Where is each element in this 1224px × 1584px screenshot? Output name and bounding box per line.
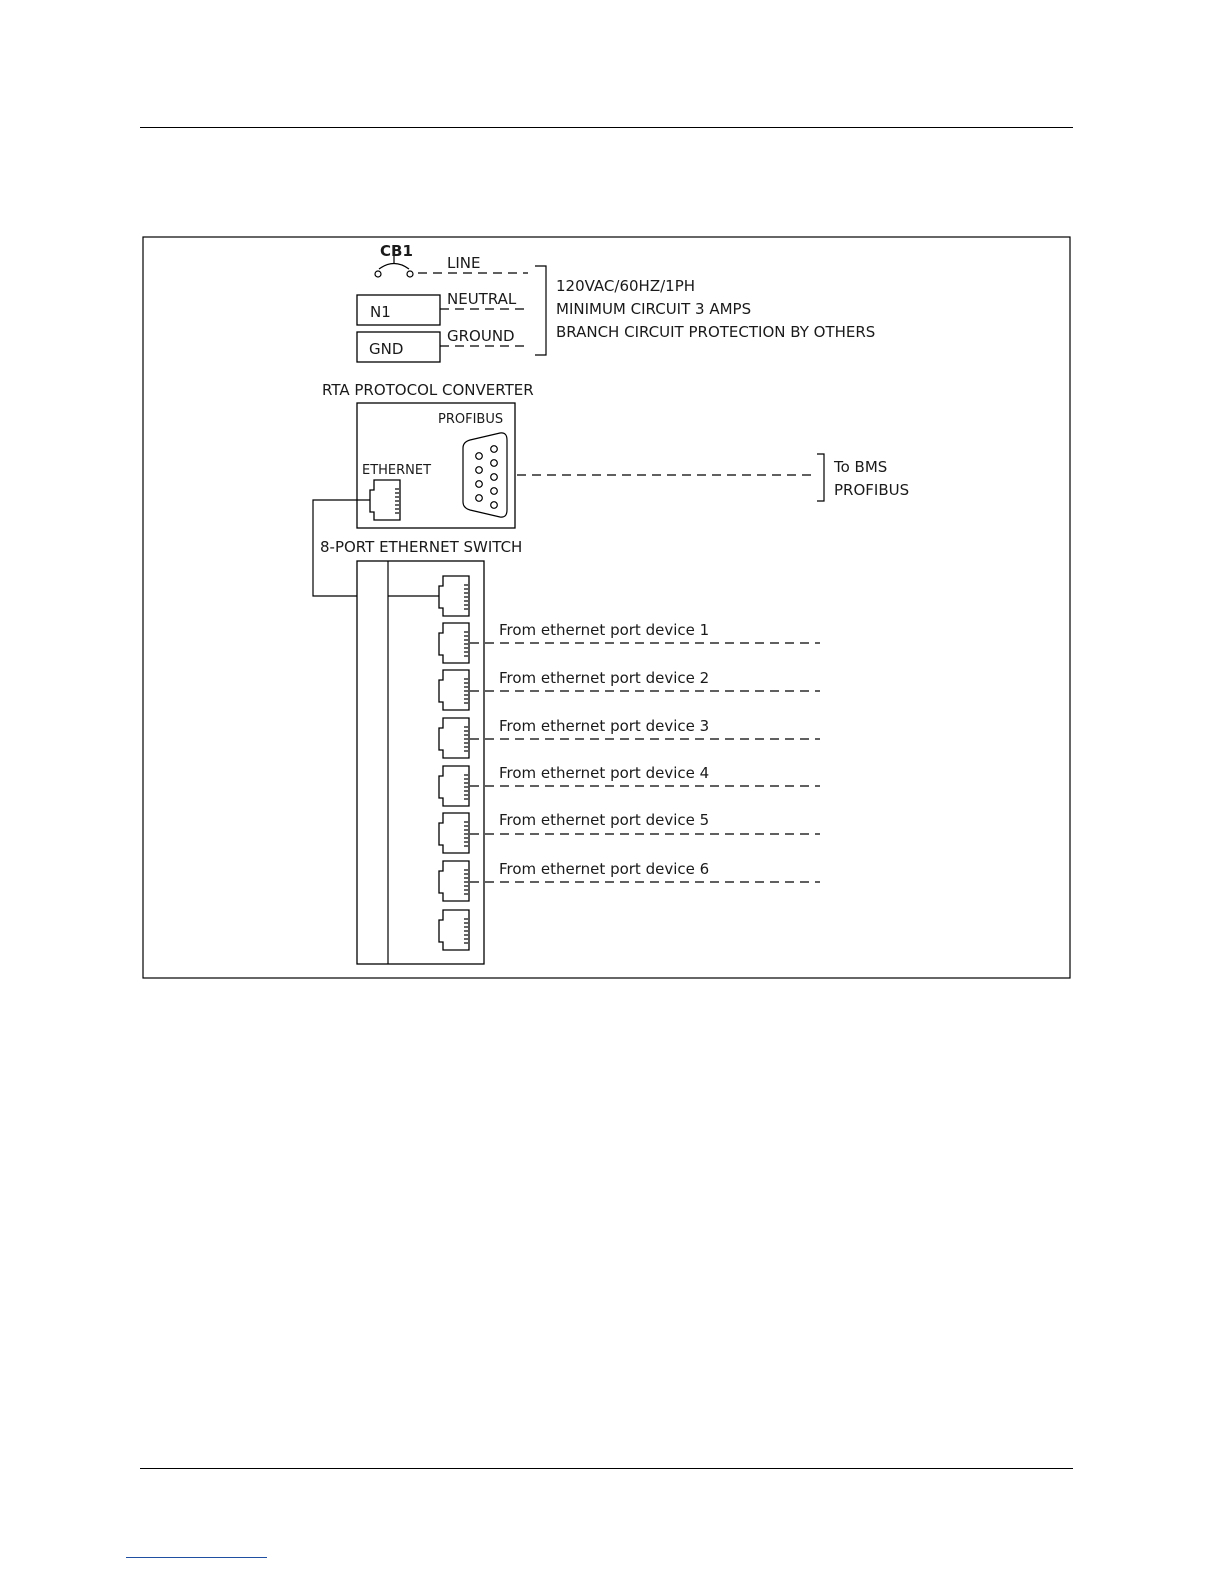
converter-ethernet-jack-icon [369,479,401,521]
switch-port-5-icon [438,765,470,807]
ground-label: GROUND [447,327,515,345]
switch-port-6-icon [438,812,470,854]
switch-port-2-icon [438,622,470,664]
breaker-label: CB1 [380,242,413,260]
bms-bracket [817,453,825,502]
device-label-1: From ethernet port device 1 [499,621,709,639]
converter-ethernet-port-icon [369,479,401,521]
n1-terminal [356,294,441,326]
switch-port-7-icon [438,860,470,902]
bms-line-1: To BMS [833,458,887,476]
switch-ports [438,575,470,951]
device-label-3: From ethernet port device 3 [499,717,709,735]
gnd-terminal [356,331,441,363]
footer-link-underline [126,1557,267,1558]
header-rule [140,127,1073,128]
device-label-2: From ethernet port device 2 [499,669,709,687]
power-spec-line-1: 120VAC/60HZ/1PH [556,277,695,295]
switch-box [356,560,485,965]
gnd-label: GND [369,340,403,358]
device-connection-5: From ethernet port device 5 [470,811,820,835]
device-label-4: From ethernet port device 4 [499,764,709,782]
profibus-port-label: PROFIBUS [438,412,503,427]
profibus-db9-connector [462,432,508,518]
diagram-frame [142,236,1071,979]
switch-port-3-icon [438,669,470,711]
switch-port-4-icon [438,717,470,759]
power-spec-line-2: MINIMUM CIRCUIT 3 AMPS [556,300,751,318]
line-label: LINE [447,254,480,272]
device-connection-2: From ethernet port device 2 [470,669,820,692]
device-label-6: From ethernet port device 6 [499,860,709,878]
device-connection-4: From ethernet port device 4 [470,764,820,787]
power-spec-line-3: BRANCH CIRCUIT PROTECTION BY OTHERS [556,323,875,341]
switch-title: 8-PORT ETHERNET SWITCH [320,538,522,556]
device-connection-1: From ethernet port device 1 [470,621,820,644]
bms-line-2: PROFIBUS [834,481,909,499]
breaker-cb1-symbol [374,252,414,278]
device-connection-3: From ethernet port device 3 [470,717,820,740]
switch-port-1-icon [438,575,470,617]
neutral-label: NEUTRAL [447,290,517,308]
power-bracket [535,265,547,356]
device-connection-6: From ethernet port device 6 [470,860,820,883]
footer-rule [140,1468,1073,1469]
ethernet-port-label: ETHERNET [362,463,431,478]
switch-port-8-icon [438,909,470,951]
converter-title: RTA PROTOCOL CONVERTER [322,381,534,399]
n1-label: N1 [370,303,391,321]
device-label-5: From ethernet port device 5 [499,811,709,829]
